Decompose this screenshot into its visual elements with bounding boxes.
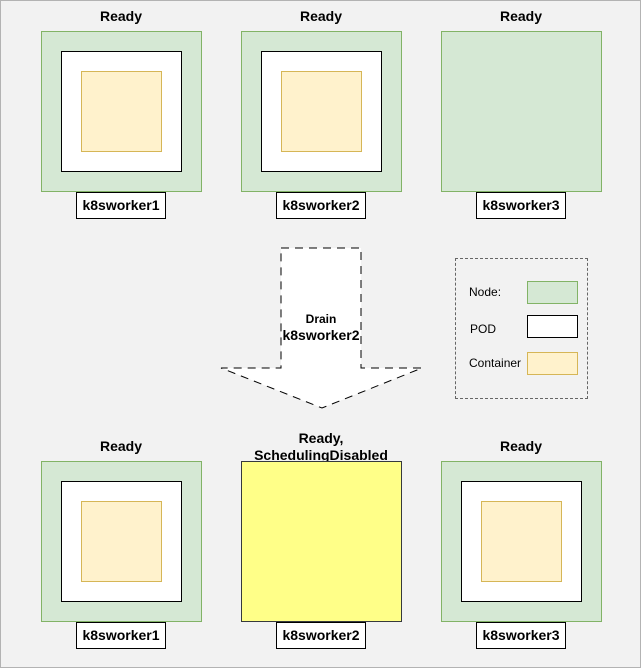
legend-pod-label: POD <box>470 322 497 336</box>
bottom-node3-container[interactable] <box>481 501 562 582</box>
top-node3-name: k8sworker3 <box>476 192 566 219</box>
bottom-node2-status-line1: Ready, <box>298 430 344 446</box>
bottom-node2-status: Ready, SchedulingDisabled <box>241 430 401 464</box>
drain-arrow-label: Drain k8sworker2 <box>259 312 383 343</box>
bottom-node1-container[interactable] <box>81 501 162 582</box>
legend-container-label: Container <box>469 356 522 370</box>
bottom-node3-status: Ready <box>499 438 543 454</box>
bottom-node3-name: k8sworker3 <box>476 622 566 649</box>
drain-label: Drain <box>305 312 337 326</box>
bottom-node1-pod[interactable] <box>61 481 182 602</box>
top-node2-status: Ready <box>299 8 343 24</box>
top-node2-name: k8sworker2 <box>276 192 366 219</box>
top-node3-status: Ready <box>499 8 543 24</box>
top-node1-container[interactable] <box>81 71 162 152</box>
bottom-node1-status: Ready <box>99 438 143 454</box>
bottom-node2-status-line2: SchedulingDisabled <box>254 447 388 463</box>
top-node1-status: Ready <box>99 8 143 24</box>
top-node2[interactable] <box>241 31 402 192</box>
top-node1[interactable] <box>41 31 202 192</box>
top-node2-container[interactable] <box>281 71 362 152</box>
drain-arrow-shape <box>220 247 423 409</box>
top-node1-pod[interactable] <box>61 51 182 172</box>
bottom-node3[interactable] <box>441 461 602 622</box>
drain-target: k8sworker2 <box>282 327 360 343</box>
drain-arrow[interactable] <box>219 246 425 411</box>
bottom-node2-name: k8sworker2 <box>276 622 366 649</box>
legend-node-swatch <box>527 281 578 304</box>
top-node3[interactable] <box>441 31 602 192</box>
bottom-node3-pod[interactable] <box>461 481 582 602</box>
top-node1-name: k8sworker1 <box>76 192 166 219</box>
legend-node-label: Node: <box>469 285 502 299</box>
top-node2-pod[interactable] <box>261 51 382 172</box>
legend-container-swatch <box>527 352 578 375</box>
legend: Node: POD Container <box>455 258 588 399</box>
legend-pod-swatch <box>527 315 578 338</box>
bottom-node1[interactable] <box>41 461 202 622</box>
bottom-node1-name: k8sworker1 <box>76 622 166 649</box>
bottom-node2-cordoned[interactable] <box>241 461 402 622</box>
